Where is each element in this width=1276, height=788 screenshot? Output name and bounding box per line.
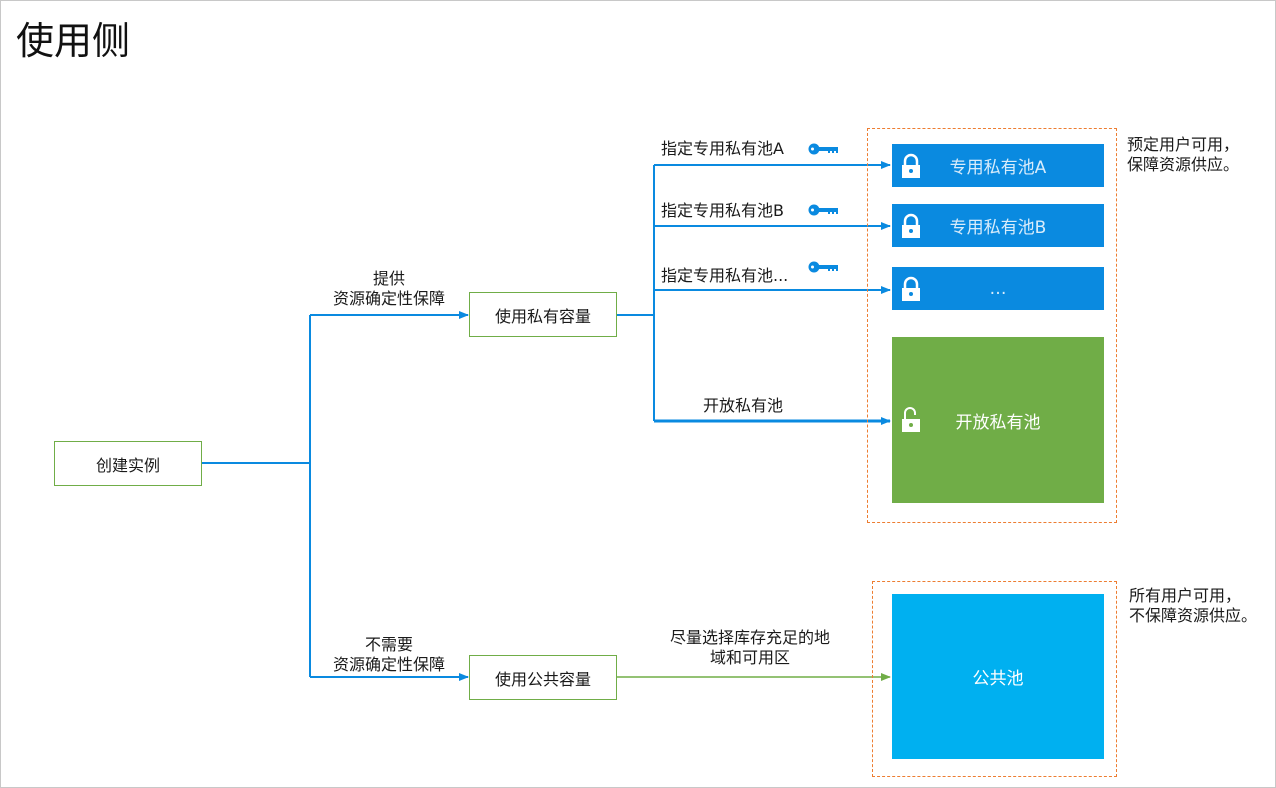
node-use-private-capacity[interactable]: 使用私有容量 [469, 292, 617, 337]
label-line: 提供 [372, 269, 405, 288]
pool-dedicated-more[interactable]: … [892, 267, 1104, 310]
label-no-guarantee: 不需要 资源确定性保障 [310, 635, 468, 675]
pool-dedicated-a[interactable]: 专用私有池A [892, 144, 1104, 187]
label-line: 域和可用区 [709, 648, 790, 667]
key-icon [808, 143, 838, 155]
note-line: 所有用户可用， [1129, 586, 1242, 605]
label-specify-pool-more: 指定专用私有池... [661, 266, 789, 285]
key-icon [808, 204, 838, 216]
page-title: 使用侧 [16, 19, 131, 63]
label-public-route: 尽量选择库存充足的地 域和可用区 [650, 628, 850, 668]
label-line: 资源确定性保障 [332, 655, 445, 674]
note-public: 所有用户可用， 不保障资源供应。 [1129, 586, 1257, 626]
lock-icon [902, 276, 920, 301]
node-create-instance-label: 创建实例 [95, 455, 160, 475]
lock-icon [902, 213, 920, 238]
public-pool-group [872, 581, 1117, 777]
private-pool-group [867, 128, 1117, 523]
note-private: 预定用户可用， 保障资源供应。 [1127, 135, 1239, 175]
label-open-pool: 开放私有池 [703, 396, 784, 415]
key-icon [808, 261, 838, 273]
node-use-public-capacity[interactable]: 使用公共容量 [469, 655, 617, 700]
label-line: 尽量选择库存充足的地 [669, 628, 830, 647]
unlock-icon [902, 407, 920, 432]
note-line: 不保障资源供应。 [1129, 606, 1258, 625]
pool-dedicated-b[interactable]: 专用私有池B [892, 204, 1104, 247]
label-specify-pool-a: 指定专用私有池A [661, 139, 784, 158]
pool-dedicated-more-label: … [989, 278, 1007, 299]
note-line: 保障资源供应。 [1127, 155, 1240, 174]
lock-icon [902, 153, 920, 178]
pool-public[interactable]: 公共池 [892, 594, 1104, 759]
pool-dedicated-b-label: 专用私有池B [949, 218, 1047, 238]
label-line: 不需要 [364, 635, 413, 654]
pool-open[interactable]: 开放私有池 [892, 337, 1104, 503]
pool-dedicated-a-label: 专用私有池A [949, 158, 1047, 178]
node-create-instance[interactable]: 创建实例 [54, 441, 202, 486]
label-line: 资源确定性保障 [332, 289, 445, 308]
node-use-public-label: 使用公共容量 [494, 669, 591, 689]
pool-open-label: 开放私有池 [955, 412, 1041, 433]
note-line: 预定用户可用， [1127, 135, 1240, 154]
label-provide-guarantee: 提供 资源确定性保障 [310, 269, 468, 309]
label-specify-pool-b: 指定专用私有池B [661, 201, 784, 220]
pool-public-label: 公共池 [972, 669, 1024, 689]
node-use-private-label: 使用私有容量 [494, 306, 591, 326]
